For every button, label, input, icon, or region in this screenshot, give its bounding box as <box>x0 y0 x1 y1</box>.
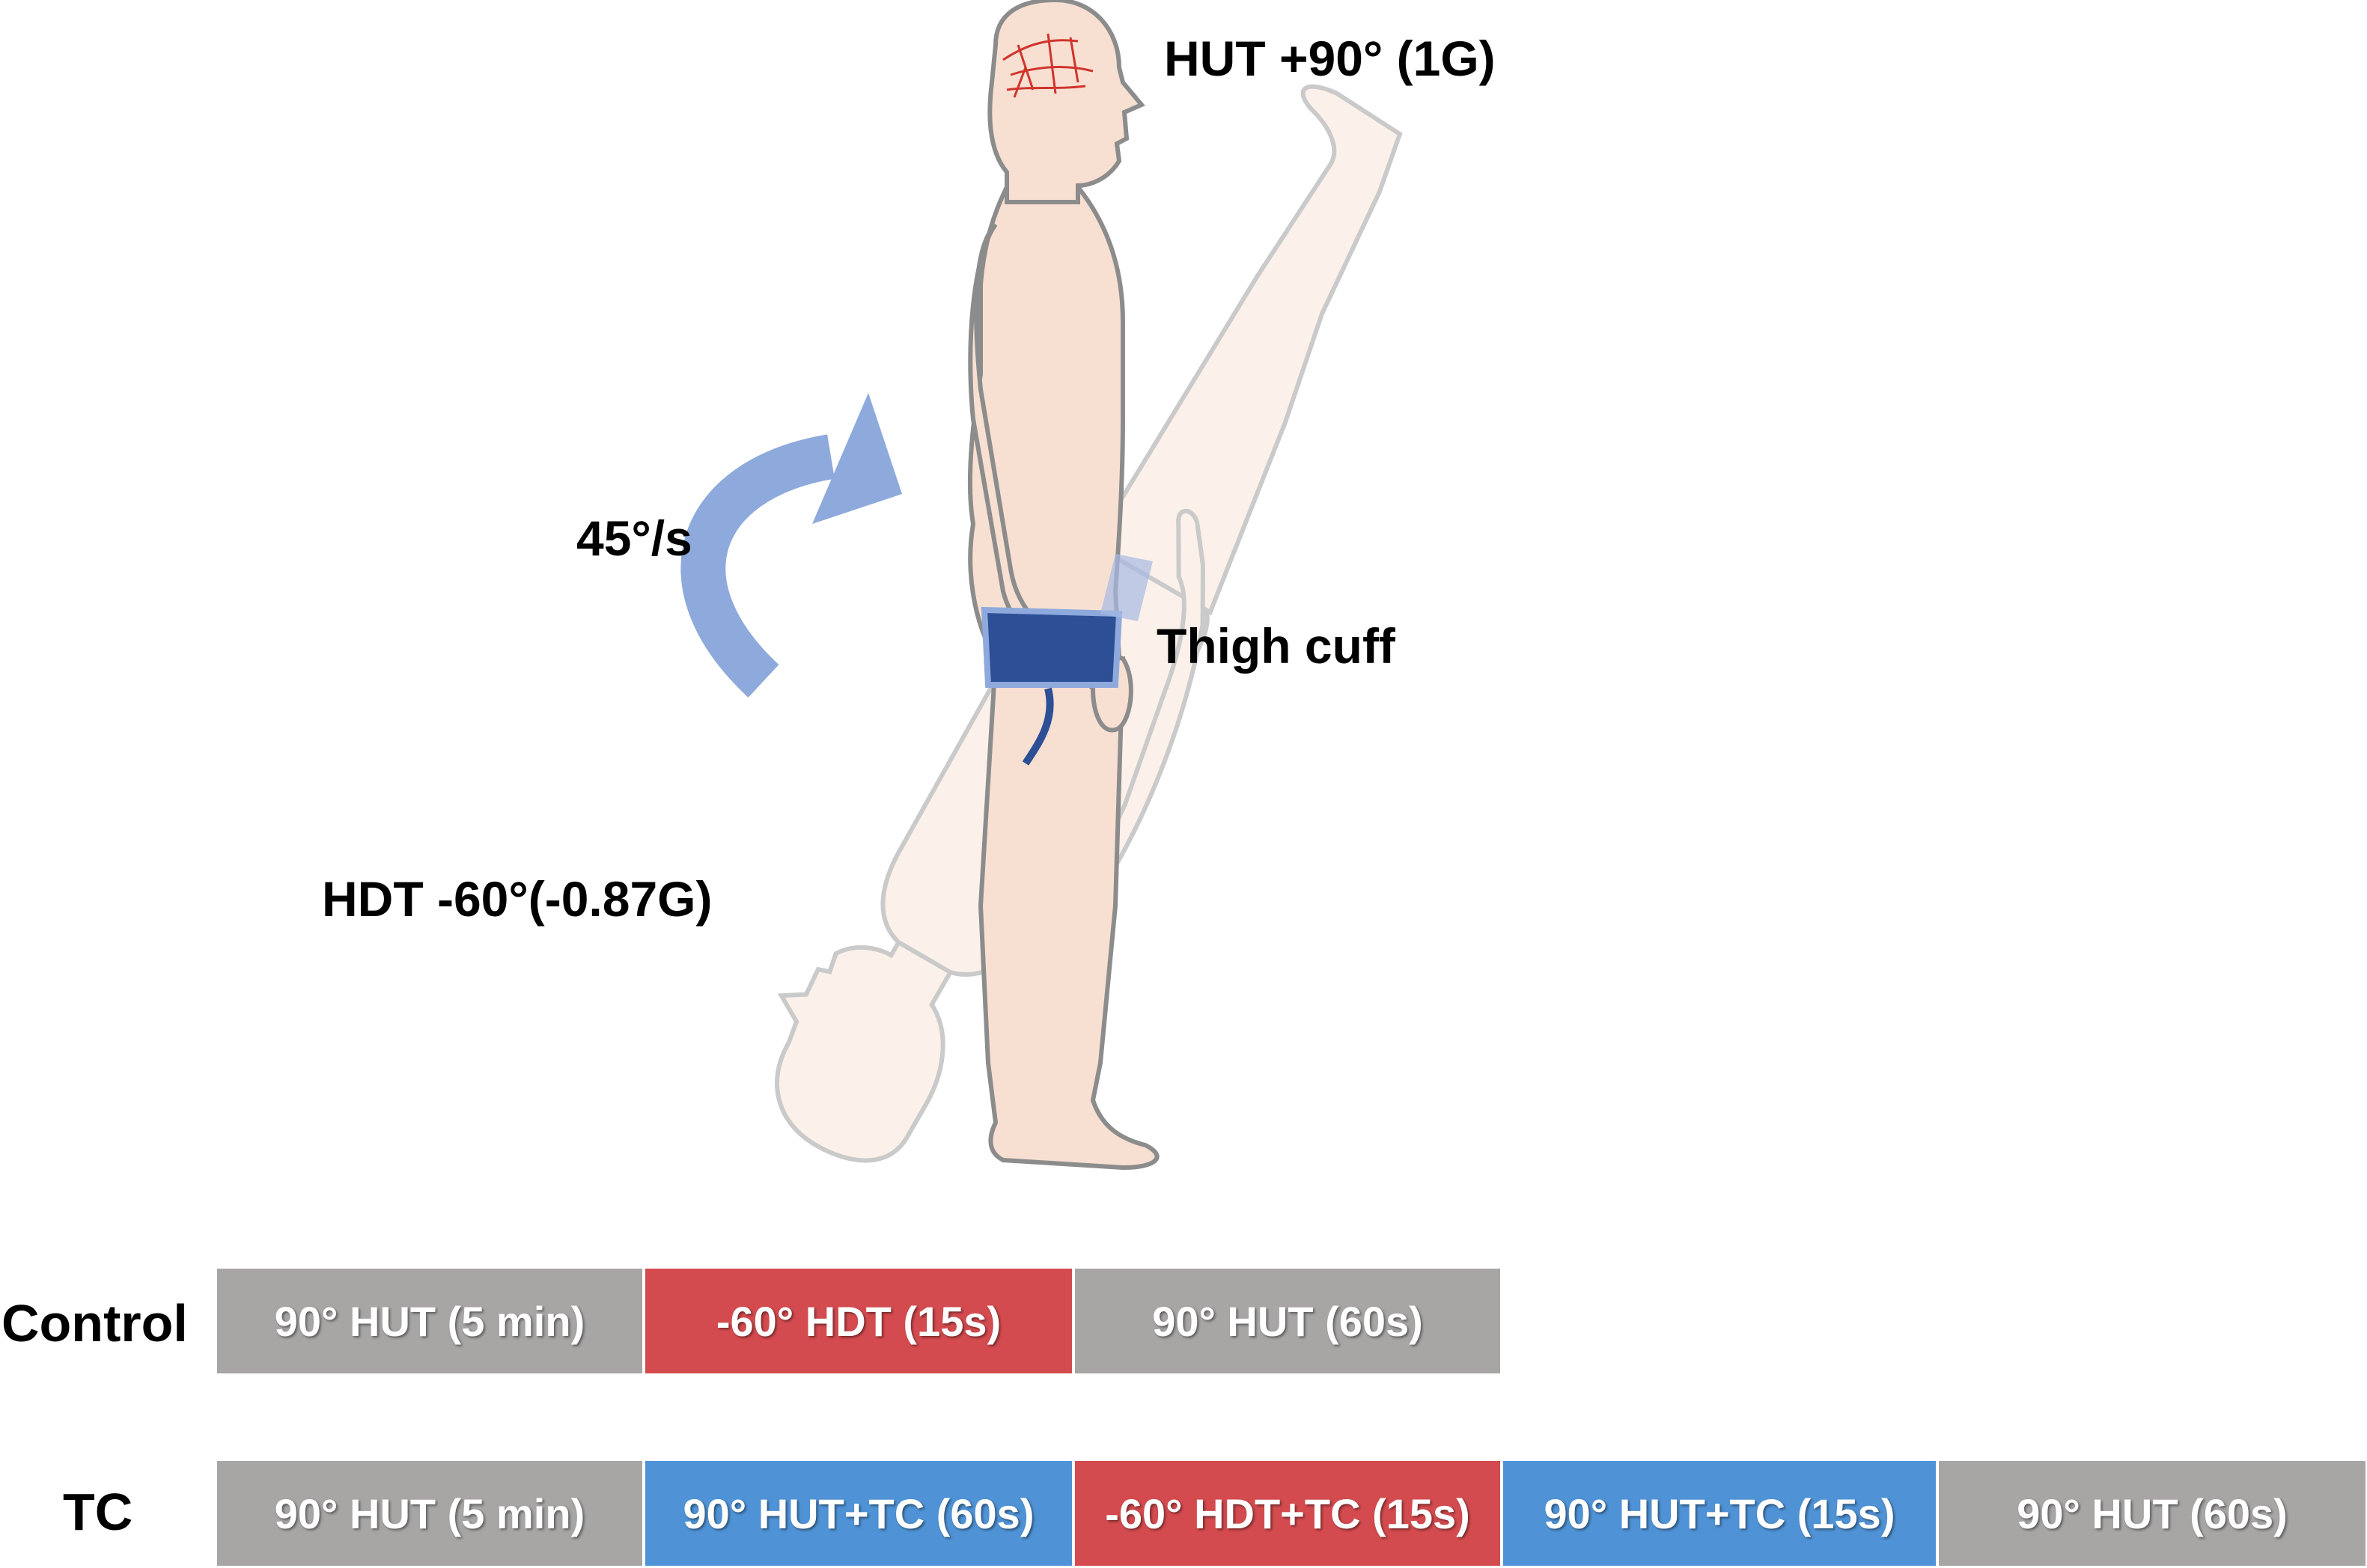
ghost-thigh-cuff <box>1100 554 1153 621</box>
tc-segment-hut-5min: 90° HUT (5 min) <box>217 1461 642 1566</box>
tc-segment-hut-tc-15s: 90° HUT+TC (15s) <box>1503 1461 1936 1566</box>
control-row-label: Control <box>1 1294 188 1352</box>
rotation-arrow <box>680 434 835 698</box>
rotation-arrowhead <box>812 393 902 524</box>
rotation-rate-label: 45°/s <box>576 510 692 566</box>
thigh-cuff-tube <box>1022 687 1054 766</box>
tc-segment-hut-tc-60s: 90° HUT+TC (60s) <box>645 1461 1072 1566</box>
upright-head <box>987 0 1145 204</box>
ghost-legs <box>1090 84 1403 616</box>
ghost-head <box>775 939 954 1163</box>
tc-row-label: TC <box>63 1483 133 1541</box>
hdt-label: HDT -60°(-0.87G) <box>322 871 713 927</box>
control-segment-hut-60s: 90° HUT (60s) <box>1075 1269 1500 1373</box>
upright-torso <box>967 185 1125 661</box>
control-segment-hut-5min: 90° HUT (5 min) <box>217 1269 642 1373</box>
hut-label: HUT +90° (1G) <box>1164 31 1496 86</box>
thigh-cuff-label: Thigh cuff <box>1157 618 1395 674</box>
head-up-tilt-figure <box>967 0 1160 1171</box>
tc-segment-hdt-tc-15s: -60° HDT+TC (15s) <box>1075 1461 1500 1566</box>
control-segment-hdt-15s: -60° HDT (15s) <box>645 1269 1072 1373</box>
thigh-cuff <box>981 606 1123 688</box>
brain-vessels-icon <box>1002 33 1094 98</box>
tc-segment-hut-60s: 90° HUT (60s) <box>1939 1461 2366 1566</box>
upright-legs <box>978 656 1160 1171</box>
upright-arm <box>968 222 1133 733</box>
